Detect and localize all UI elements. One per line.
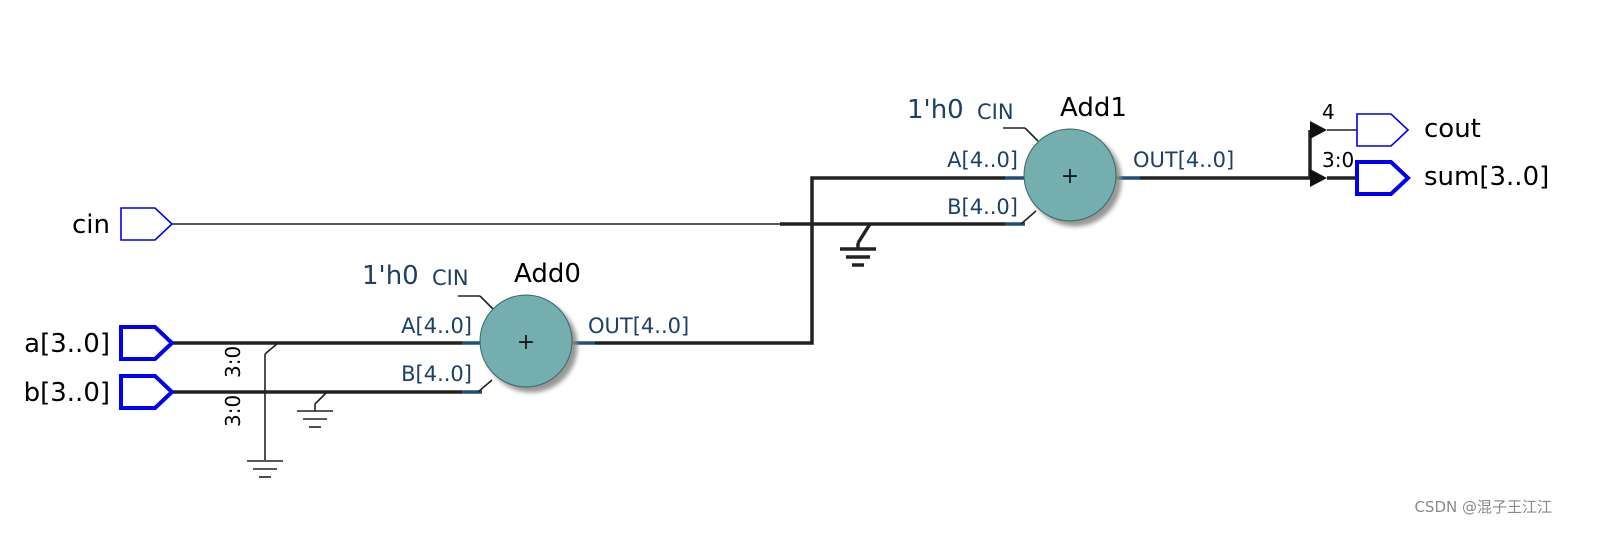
adder-add0-body[interactable] (479, 294, 573, 388)
bus-label-sum-slice: 3:0 (1322, 148, 1354, 172)
plus-icon: + (517, 330, 535, 355)
add1-pin-out: OUT[4..0] (1133, 148, 1234, 172)
bus-label-a-slice: 3:0 (221, 346, 245, 378)
port-cout-label: cout (1424, 114, 1481, 144)
add1-cin-pin: CIN (977, 100, 1014, 124)
port-b-label: b[3..0] (24, 378, 110, 408)
add1-cin-const: 1'h0 (907, 95, 964, 125)
wire-b-msb-ground (314, 391, 328, 405)
adder-add0[interactable]: + Add0 1'h0 CIN A[4..0] B[4..0] OUT[4..0… (362, 259, 689, 394)
add0-cin-const: 1'h0 (362, 261, 419, 291)
add0-pin-out: OUT[4..0] (588, 314, 689, 338)
adder-add1[interactable]: + Add1 1'h0 CIN A[4..0] B[4..0] OUT[4..0… (907, 93, 1234, 226)
add0-cin-pin: CIN (432, 266, 469, 290)
add0-pin-b: B[4..0] (401, 362, 472, 386)
add1-pin-b: B[4..0] (947, 195, 1018, 219)
ground-icon (297, 404, 333, 428)
add1-name: Add1 (1060, 93, 1127, 123)
wire-add1-b-ground (856, 223, 872, 244)
port-sum-label: sum[3..0] (1424, 162, 1549, 192)
watermark: CSDN @混子王江江 (1414, 498, 1552, 516)
add0-pin-a: A[4..0] (401, 314, 472, 338)
bus-label-cout-bit: 4 (1322, 100, 1335, 124)
port-cin-icon[interactable] (120, 207, 174, 241)
plus-icon: + (1061, 164, 1079, 189)
port-cout-icon[interactable] (1356, 113, 1410, 147)
port-cin-label: cin (72, 210, 110, 240)
wire-add0-out[interactable] (595, 176, 1005, 345)
add1-pin-a: A[4..0] (947, 148, 1018, 172)
adder-add1-body[interactable] (1023, 128, 1117, 222)
bus-label-b-slice: 3:0 (221, 395, 245, 427)
ground-icon (247, 460, 283, 478)
port-a-label: a[3..0] (24, 329, 110, 359)
port-a-icon[interactable] (119, 325, 175, 361)
port-sum-icon[interactable] (1355, 160, 1411, 196)
port-b-icon[interactable] (119, 374, 175, 410)
ground-icon (840, 243, 876, 267)
add0-name: Add0 (514, 259, 581, 289)
